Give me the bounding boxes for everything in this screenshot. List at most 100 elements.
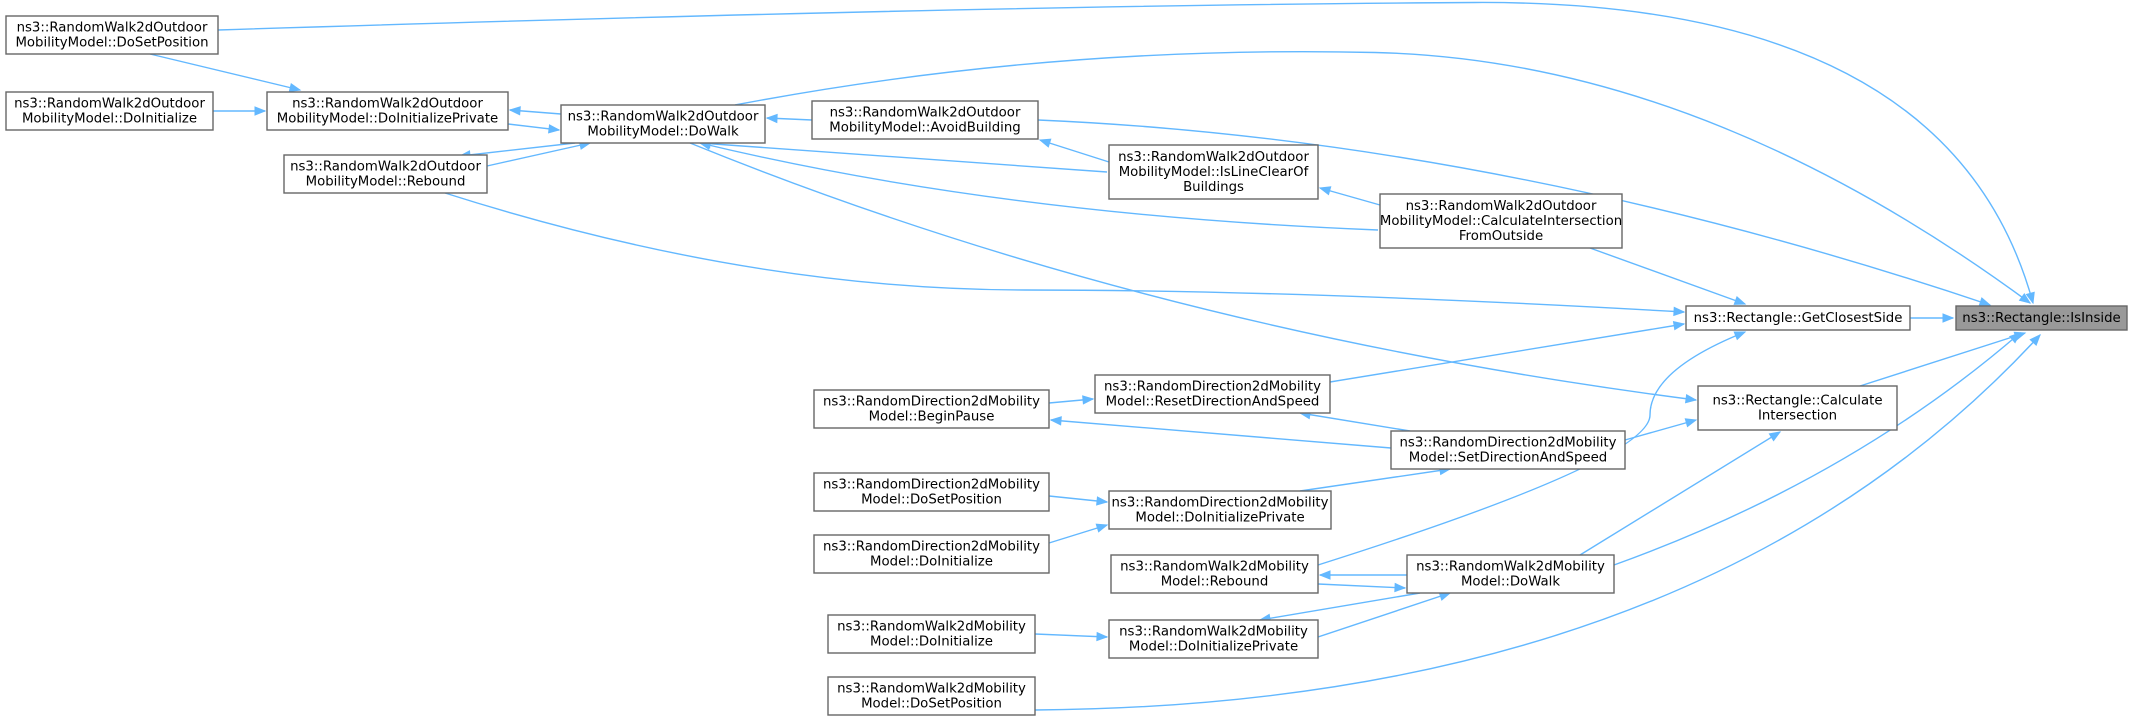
- edge-arrowhead: [288, 82, 302, 93]
- node-rw-dosetposition[interactable]: ns3::RandomWalk2dMobilityModel::DoSetPos…: [827, 676, 1036, 716]
- edge-arrowhead: [1096, 631, 1109, 642]
- edge-out_avoidbuilding-to-out_dowalk: [765, 113, 813, 124]
- edge-getclosestside-to-isinside: [1910, 313, 1955, 323]
- edge-rw_rebound-to-rw_dowalk: [1317, 582, 1407, 593]
- node-out-doinitialize[interactable]: ns3::RandomWalk2dOutdoorMobilityModel::D…: [5, 91, 214, 131]
- node-box: [5, 91, 214, 131]
- edge-arrowhead: [1096, 496, 1109, 506]
- node-label-line: Model::ResetDirectionAndSpeed: [1106, 395, 1320, 410]
- edge-rw_rebound-to-getclosestside: [1317, 331, 1747, 566]
- edge-out_dowalk-to-out_doinitprivate: [508, 106, 562, 116]
- node-out-dosetposition[interactable]: ns3::RandomWalk2dOutdoorMobilityModel::D…: [5, 15, 219, 55]
- edge-rw_dowalk-to-calcint: [1579, 431, 1782, 556]
- edge-arrowhead: [508, 106, 521, 116]
- node-getclosestside[interactable]: ns3::Rectangle::GetClosestSide: [1685, 305, 1911, 331]
- edge-arrowhead: [1733, 331, 1747, 341]
- node-label-line: ns3::RandomWalk2dMobility: [1416, 560, 1605, 575]
- edge-dir_dosetposition-to-dir_doinitprivate: [1048, 495, 1109, 506]
- edge-arrowhead: [1318, 186, 1332, 196]
- edge-line: [1624, 419, 1697, 441]
- node-rw-doinitialize[interactable]: ns3::RandomWalk2dMobilityModel::DoInitia…: [827, 614, 1036, 654]
- edge-arrowhead: [1768, 431, 1782, 442]
- node-label-line: ns3::RandomWalk2dMobility: [837, 682, 1026, 697]
- edge-dir_doinitialize-to-dir_doinitprivate: [1048, 523, 1109, 544]
- node-box: [1379, 193, 1623, 249]
- edge-out_dowalk-to-calcint: [689, 142, 1698, 404]
- node-out-calcintoutside[interactable]: ns3::RandomWalk2dOutdoorMobilityModel::C…: [1379, 193, 1623, 249]
- node-box: [813, 534, 1050, 574]
- node-label-line: ns3::RandomWalk2dOutdoor: [292, 97, 483, 112]
- edge-out_dosetposition-to-out_doinitprivate: [149, 53, 302, 93]
- edge-arrowhead: [1049, 416, 1062, 426]
- node-out-islineclear[interactable]: ns3::RandomWalk2dOutdoorMobilityModel::I…: [1108, 144, 1319, 200]
- edge-dir_resetdir-to-getclosestside: [1329, 321, 1686, 383]
- edge-line: [1039, 139, 1110, 163]
- node-isinside[interactable]: ns3::Rectangle::IsInside: [1955, 305, 2128, 331]
- edge-arrowhead: [1733, 295, 1747, 305]
- node-rw-doinitprivate[interactable]: ns3::RandomWalk2dMobilityModel::DoInitia…: [1108, 619, 1319, 659]
- node-label-line: ns3::RandomWalk2dOutdoor: [1118, 150, 1309, 165]
- node-label-line: ns3::RandomDirection2dMobility: [1104, 380, 1321, 395]
- edge-line: [689, 142, 1697, 401]
- edge-line: [1050, 419, 1392, 449]
- node-out-avoidbuilding[interactable]: ns3::RandomWalk2dOutdoorMobilityModel::A…: [811, 100, 1039, 140]
- node-calcint[interactable]: ns3::Rectangle::CalculateIntersection: [1697, 385, 1898, 431]
- edge-out_islineclear-to-out_avoidbuilding: [1038, 138, 1110, 163]
- node-label-line: Model::SetDirectionAndSpeed: [1409, 451, 1607, 466]
- edge-line: [1317, 331, 1746, 566]
- node-label-line: ns3::RandomDirection2dMobility: [823, 540, 1040, 555]
- edge-line: [1613, 332, 2021, 566]
- node-dir-dosetposition[interactable]: ns3::RandomDirection2dMobilityModel::DoS…: [813, 472, 1050, 512]
- edge-out_calcintoutside-to-out_islineclear: [1318, 186, 1381, 206]
- edge-out_avoidbuilding-to-isinside: [1037, 119, 1992, 307]
- edge-arrowhead: [1318, 570, 1331, 580]
- edge-arrowhead: [1394, 582, 1407, 593]
- edge-line: [486, 142, 591, 167]
- node-box: [1406, 554, 1615, 594]
- edge-line: [459, 142, 576, 157]
- node-label-line: MobilityModel::Rebound: [306, 175, 466, 190]
- edge-line: [699, 142, 1108, 173]
- node-label-line: ns3::RandomDirection2dMobility: [823, 395, 1040, 410]
- node-label-line: ns3::RandomDirection2dMobility: [1111, 496, 1328, 511]
- node-label-line: Buildings: [1183, 180, 1244, 195]
- edge-arrowhead: [548, 124, 561, 134]
- node-label-line: Model::DoInitialize: [870, 555, 993, 570]
- node-dir-doinitprivate[interactable]: ns3::RandomDirection2dMobilityModel::DoI…: [1108, 490, 1332, 530]
- edge-out_dosetposition-to-isinside: [217, 1, 2035, 305]
- node-out-dowalk[interactable]: ns3::RandomWalk2dOutdoorMobilityModel::D…: [560, 104, 766, 144]
- edge-rw_dowalk-to-isinside: [1613, 332, 2022, 566]
- node-dir-setdir[interactable]: ns3::RandomDirection2dMobilityModel::Set…: [1390, 430, 1626, 470]
- edge-rw_doinitialize-to-rw_doinitprivate: [1034, 631, 1109, 642]
- edge-line: [1329, 323, 1685, 383]
- node-label-line: Model::DoInitializePrivate: [1129, 640, 1298, 655]
- node-label-line: Model::DoSetPosition: [861, 697, 1002, 712]
- node-label-line: MobilityModel::DoInitialize: [22, 112, 197, 127]
- edge-line: [734, 50, 2031, 304]
- edge-dir_beginpause-to-dir_resetdir: [1048, 395, 1095, 405]
- node-dir-resetdir[interactable]: ns3::RandomDirection2dMobilityModel::Res…: [1094, 374, 1331, 414]
- node-label-line: ns3::Rectangle::IsInside: [1962, 311, 2120, 326]
- edge-line: [1317, 592, 1451, 638]
- edge-line: [1299, 412, 1411, 432]
- node-label-line: Intersection: [1758, 409, 1837, 424]
- edge-rw_dosetposition-to-isinside: [1034, 334, 2041, 711]
- node-label-line: FromOutside: [1459, 229, 1543, 244]
- node-label-line: MobilityModel::DoWalk: [587, 125, 739, 140]
- edge-out_rebound-to-out_dowalk: [486, 140, 592, 167]
- node-label-line: Model::DoInitialize: [870, 635, 993, 650]
- node-label-line: Model::DoSetPosition: [861, 493, 1002, 508]
- edge-dir_setdir-to-calcint: [1624, 418, 1698, 441]
- edge-line: [217, 1, 2034, 304]
- edge-arrowhead: [2029, 334, 2041, 346]
- edge-dir_doinitprivate-to-dir_setdir: [1299, 465, 1452, 492]
- node-out-doinitprivate[interactable]: ns3::RandomWalk2dOutdoorMobilityModel::D…: [266, 91, 509, 131]
- node-out-rebound[interactable]: ns3::RandomWalk2dOutdoorMobilityModel::R…: [283, 154, 488, 194]
- edge-arrowhead: [1684, 418, 1698, 428]
- node-dir-doinitialize[interactable]: ns3::RandomDirection2dMobilityModel::DoI…: [813, 534, 1050, 574]
- node-dir-beginpause[interactable]: ns3::RandomDirection2dMobilityModel::Beg…: [813, 389, 1050, 429]
- node-label-line: Model::DoInitializePrivate: [1135, 511, 1304, 526]
- edge-arrowhead: [1673, 306, 1686, 317]
